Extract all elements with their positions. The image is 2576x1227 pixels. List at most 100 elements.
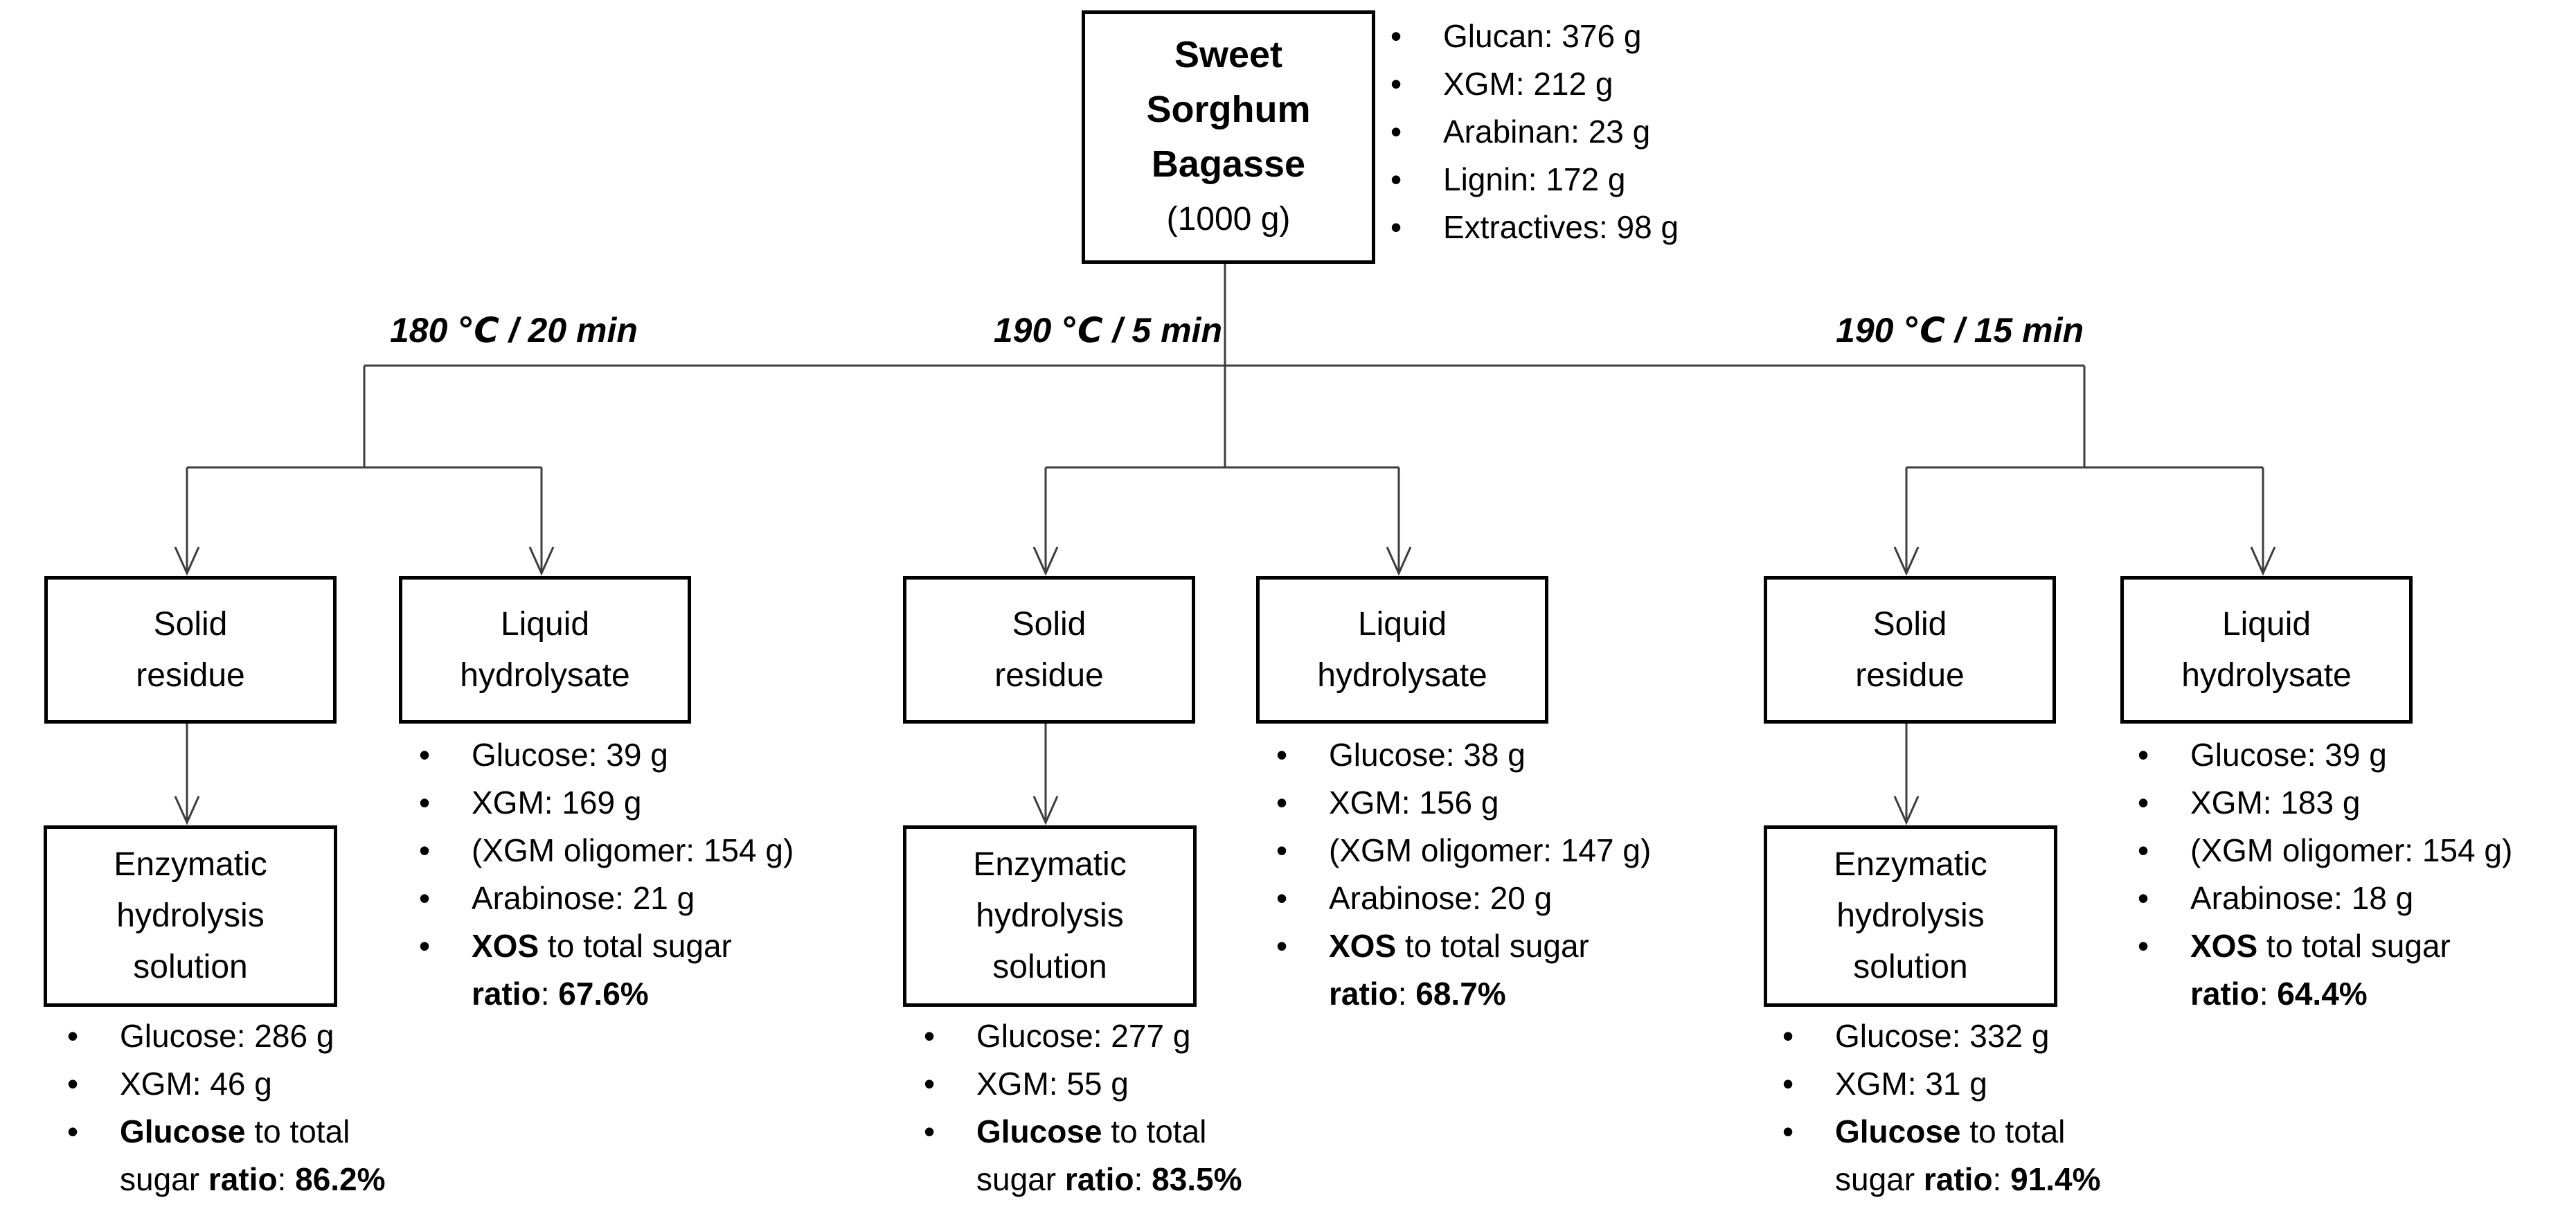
list-item: • Glucose to total xyxy=(924,1108,1312,1156)
list-item: • XGM: 31 g xyxy=(1782,1060,2170,1108)
liquid-arabinose: Arabinose: 21 g xyxy=(472,880,695,916)
glucose-label: Glucose xyxy=(976,1113,1102,1149)
condition-label-180c-20min: 180 ℃ / 20 min xyxy=(390,311,638,350)
bullet-icon: • xyxy=(1390,66,1402,102)
list-item: • XGM: 169 g xyxy=(419,779,904,827)
composition-xgm: XGM: 212 g xyxy=(1443,66,1613,102)
arrow-shafts-row1 xyxy=(186,467,2264,573)
list-item: • Glucose: 286 g xyxy=(67,1012,455,1060)
xos-mid-text: to total sugar xyxy=(1396,928,1589,964)
glucose-ratio-line2: sugar ratio: 86.2% xyxy=(67,1156,455,1203)
ratio-separator: : xyxy=(2259,976,2278,1012)
xos-ratio-line1: XOS to total sugar xyxy=(2190,922,2451,970)
list-item: • Glucose to total xyxy=(67,1108,455,1156)
solid-residue-line2: residue xyxy=(994,656,1104,694)
solid-residue-line1: Solid xyxy=(1012,605,1086,643)
xos-label: XOS xyxy=(472,928,539,964)
bullet-icon: • xyxy=(924,1018,936,1054)
bullet-icon: • xyxy=(1390,161,1402,197)
liquid-glucose: Glucose: 39 g xyxy=(2190,737,2387,773)
bullet-icon: • xyxy=(1390,209,1402,245)
list-item: • XOS to total sugar xyxy=(1276,922,1761,970)
composition-list: • Glucan: 376 g • XGM: 212 g • Arabinan:… xyxy=(1390,12,1917,251)
list-item: • Arabinose: 18 g xyxy=(2138,875,2574,922)
bullet-icon: • xyxy=(419,737,431,773)
liquid-xgm-oligomer: (XGM oligomer: 154 g) xyxy=(472,832,794,868)
glucose-label: Glucose xyxy=(1835,1113,1961,1149)
list-item: • Glucose: 39 g xyxy=(419,731,904,779)
composition-lignin: Lignin: 172 g xyxy=(1443,161,1626,197)
list-item: • Glucose: 38 g xyxy=(1276,731,1761,779)
ratio-label: ratio xyxy=(1923,1161,1993,1197)
enzymatic-list-branch2: • Glucose: 277 g • XGM: 55 g • Glucose t… xyxy=(924,1012,1312,1203)
list-item: • Glucose to total xyxy=(1782,1108,2170,1156)
composition-glucan: Glucan: 376 g xyxy=(1443,18,1642,54)
xos-ratio-line2: ratio: 67.6% xyxy=(419,970,904,1018)
list-item: • XOS to total sugar xyxy=(419,922,904,970)
enzymatic-line1: Enzymatic xyxy=(973,846,1127,883)
condition-label-190c-15min: 190 ℃ / 15 min xyxy=(1836,311,2084,350)
list-item: • XGM: 55 g xyxy=(924,1060,1312,1108)
liquid-hydrolysate-line2: hydrolysate xyxy=(1317,656,1487,694)
ratio-value: 67.6% xyxy=(558,976,649,1012)
liquid-hydrolysate-line2: hydrolysate xyxy=(460,656,630,694)
liquid-xgm-oligomer: (XGM oligomer: 147 g) xyxy=(1329,832,1652,868)
liquid-hydrolysate-box-branch3: Liquid hydrolysate xyxy=(2120,576,2413,724)
ratio-label: ratio xyxy=(1064,1161,1134,1197)
bullet-icon: • xyxy=(67,1066,79,1102)
bullet-icon: • xyxy=(2138,785,2149,821)
enzymatic-line3: solution xyxy=(992,949,1107,985)
ratio-value: 64.4% xyxy=(2277,976,2368,1012)
bullet-icon: • xyxy=(924,1066,936,1102)
bullet-icon: • xyxy=(419,928,431,964)
enzymatic-hydrolysis-box-branch1: Enzymatic hydrolysis solution xyxy=(44,825,337,1007)
solid-residue-line1: Solid xyxy=(1872,605,1947,643)
xos-label: XOS xyxy=(1329,928,1397,964)
ratio-label: ratio xyxy=(2190,976,2260,1012)
ratio-label: ratio xyxy=(208,1161,278,1197)
source-box-amount: (1000 g) xyxy=(1166,201,1291,238)
bullet-icon: • xyxy=(1276,785,1288,821)
list-item: • (XGM oligomer: 154 g) xyxy=(419,827,904,875)
list-item: • Glucan: 376 g xyxy=(1390,12,1917,60)
bullet-icon: • xyxy=(1276,832,1288,868)
list-item: • Glucose: 39 g xyxy=(2138,731,2574,779)
list-item: • XGM: 156 g xyxy=(1276,779,1761,827)
bullet-icon: • xyxy=(67,1113,79,1149)
bullet-icon: • xyxy=(1276,880,1288,916)
enzymatic-xgm: XGM: 31 g xyxy=(1835,1066,1987,1102)
xos-mid-text: to total sugar xyxy=(2257,928,2451,964)
list-item: • Glucose: 277 g xyxy=(924,1012,1312,1060)
solid-residue-line1: Solid xyxy=(153,605,228,643)
ratio-separator: : xyxy=(1992,1161,2011,1197)
enzymatic-xgm: XGM: 55 g xyxy=(976,1066,1129,1102)
liquid-xgm: XGM: 183 g xyxy=(2190,785,2361,821)
solid-residue-line2: residue xyxy=(1855,656,1965,694)
list-item: • XGM: 212 g xyxy=(1390,60,1917,108)
xos-label: XOS xyxy=(2190,928,2258,964)
bullet-icon: • xyxy=(924,1113,936,1149)
enzymatic-line3: solution xyxy=(1853,949,1968,985)
ratio-separator: : xyxy=(540,976,559,1012)
liquid-hydrolysate-box-branch1: Liquid hydrolysate xyxy=(399,576,691,724)
sugar-text: sugar xyxy=(976,1161,1065,1197)
enzymatic-list-branch1: • Glucose: 286 g • XGM: 46 g • Glucose t… xyxy=(67,1012,455,1203)
sugar-text: sugar xyxy=(120,1161,208,1197)
xos-ratio-line1: XOS to total sugar xyxy=(1329,922,1589,970)
solid-residue-box-branch2: Solid residue xyxy=(903,576,1195,724)
liquid-hydrolysate-line1: Liquid xyxy=(2221,605,2311,643)
liquid-glucose: Glucose: 39 g xyxy=(472,737,668,773)
liquid-xgm: XGM: 156 g xyxy=(1329,785,1499,821)
source-box: Sweet Sorghum Bagasse (1000 g) xyxy=(1082,10,1375,264)
liquid-hydrolysate-line1: Liquid xyxy=(1357,605,1447,643)
enzymatic-hydrolysis-box-branch2: Enzymatic hydrolysis solution xyxy=(903,825,1197,1007)
ratio-separator: : xyxy=(1397,976,1416,1012)
bullet-icon: • xyxy=(2138,928,2149,964)
list-item: • Glucose: 332 g xyxy=(1782,1012,2170,1060)
list-item: • Arabinose: 21 g xyxy=(419,875,904,922)
list-item: • XOS to total sugar xyxy=(2138,922,2574,970)
liquid-hydrolysate-list-branch3: • Glucose: 39 g • XGM: 183 g • (XGM olig… xyxy=(2138,731,2574,1018)
list-item: • Arabinose: 20 g xyxy=(1276,875,1761,922)
bullet-icon: • xyxy=(2138,737,2149,773)
